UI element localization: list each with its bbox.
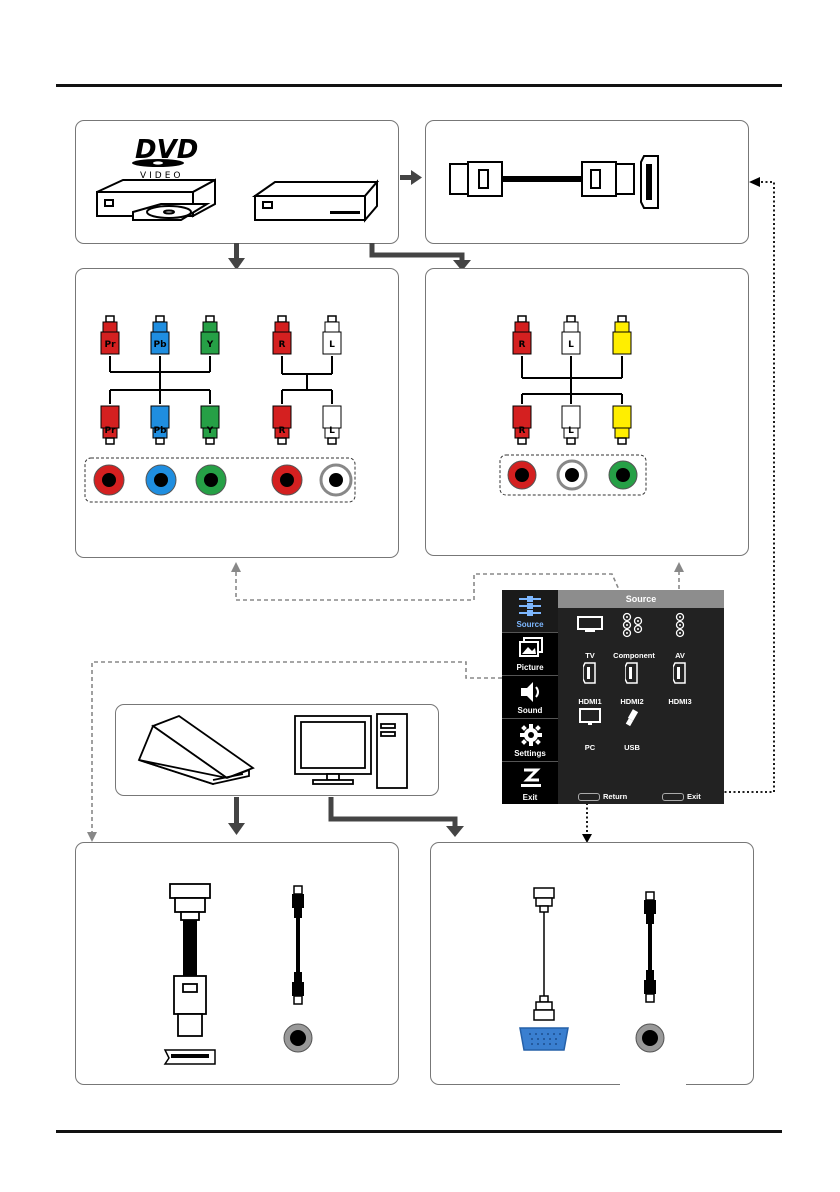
osd-exit-hint[interactable]: Exit <box>662 792 701 801</box>
vga-plug-top-icon <box>534 888 554 912</box>
audio-cable-icon <box>644 892 656 1002</box>
av-jacks-icon <box>673 612 687 638</box>
hdmi-port-icon <box>673 662 687 684</box>
usb-icon <box>624 708 640 728</box>
gear-icon <box>519 723 543 747</box>
monitor-icon <box>579 708 601 728</box>
component-jacks-icon <box>621 612 647 638</box>
audio-cable-icon <box>292 886 304 1004</box>
osd-sidebar: Source Picture Sound Settings <box>502 590 558 804</box>
audio-jack-icon <box>636 1024 664 1052</box>
dvi-hdmi-art <box>75 842 399 1085</box>
bottom-rule <box>56 1130 782 1133</box>
osd-sidebar-item-exit[interactable]: Exit <box>502 762 558 805</box>
vga-plug-bottom-icon <box>534 996 554 1020</box>
hdmi-port-icon <box>583 662 597 684</box>
osd-source-hdmi3[interactable]: HDMI3 <box>654 662 706 706</box>
osd-sidebar-item-picture[interactable]: Picture <box>502 633 558 676</box>
panel-edge-gap <box>620 1078 686 1085</box>
osd-source-hdmi2[interactable]: HDMI2 <box>606 662 658 706</box>
osd-sidebar-item-sound[interactable]: Sound <box>502 676 558 719</box>
tv-icon <box>577 616 603 634</box>
dvi-hdmi-cable <box>183 920 197 976</box>
osd-sidebar-label: Source <box>502 620 558 629</box>
osd-sidebar-item-settings[interactable]: Settings <box>502 719 558 762</box>
exit-icon <box>519 766 543 790</box>
osd-return-hint[interactable]: Return <box>578 792 627 801</box>
osd-source-av[interactable]: AV <box>654 612 706 660</box>
desktop-pc-icon <box>295 714 407 788</box>
menu-key-icon <box>578 793 600 801</box>
hdmi-port-icon <box>625 662 639 684</box>
picture-icon <box>519 637 543 661</box>
osd-source-usb[interactable]: USB <box>606 708 658 752</box>
vga-art <box>430 842 754 1085</box>
hdmi-plug-icon <box>174 976 206 1036</box>
osd-sidebar-item-source[interactable]: Source <box>502 590 558 633</box>
source-plugs-icon <box>519 594 541 618</box>
osd-header: Source <box>558 590 724 608</box>
osd-footer: Return Exit <box>558 790 724 804</box>
exit-key-icon <box>662 793 684 801</box>
laptop-icon <box>139 716 253 784</box>
vga-port-icon <box>520 1028 568 1050</box>
arrows-to-pc-inputs <box>75 795 475 843</box>
source-menu-osd: Source Picture Sound Settings <box>502 590 724 804</box>
computer-devices-art <box>115 704 439 796</box>
speaker-icon <box>519 680 543 704</box>
dvi-plug-icon <box>170 884 210 920</box>
hdmi-port-icon <box>165 1050 215 1064</box>
audio-jack-icon <box>284 1024 312 1052</box>
